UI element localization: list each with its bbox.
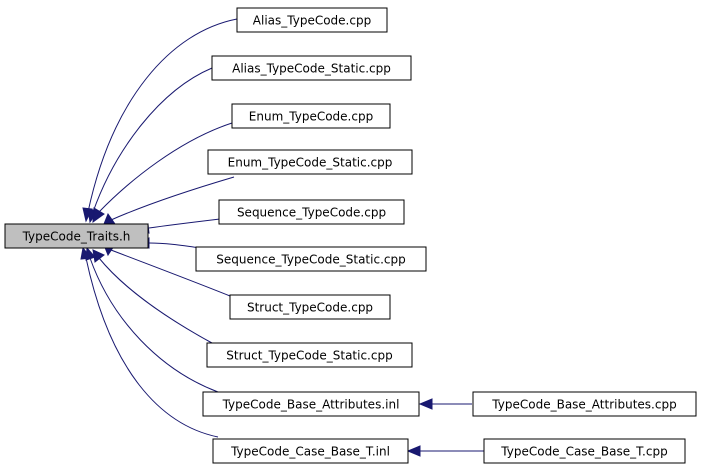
node-enum-typecode-cpp[interactable]: Enum_TypeCode.cpp: [231, 103, 391, 129]
node-label-sequence-typecode-static-cpp: Sequence_TypeCode_Static.cpp: [216, 253, 405, 267]
node-typecode-case-base-t-inl[interactable]: TypeCode_Case_Base_T.inl: [212, 438, 409, 464]
node-struct-typecode-static-cpp[interactable]: Struct_TypeCode_Static.cpp: [206, 342, 413, 368]
edge-sequence-typecode-to-root: [148, 218, 221, 229]
node-sequence-typecode-cpp[interactable]: Sequence_TypeCode.cpp: [218, 199, 405, 225]
node-enum-typecode-static-cpp[interactable]: Enum_TypeCode_Static.cpp: [207, 149, 413, 175]
node-label-enum-typecode-static-cpp: Enum_TypeCode_Static.cpp: [228, 156, 393, 170]
node-sequence-typecode-static-cpp[interactable]: Sequence_TypeCode_Static.cpp: [195, 246, 427, 272]
edge-alias-typecode-static-to-root: [92, 67, 213, 213]
arrowhead-case-base-t-cpp: [406, 445, 421, 457]
node-typecode-traits-h[interactable]: TypeCode_Traits.h: [4, 223, 149, 249]
edge-enum-typecode-to-root: [98, 122, 233, 213]
node-label-alias-typecode-static-cpp: Alias_TypeCode_Static.cpp: [232, 62, 391, 76]
edge-enum-typecode-static-to-root: [110, 176, 235, 221]
node-typecode-base-attributes-cpp[interactable]: TypeCode_Base_Attributes.cpp: [472, 391, 697, 417]
node-label-struct-typecode-static-cpp: Struct_TypeCode_Static.cpp: [226, 349, 392, 363]
node-label-struct-typecode-cpp: Struct_TypeCode.cpp: [247, 301, 373, 315]
node-typecode-case-base-t-cpp[interactable]: TypeCode_Case_Base_T.cpp: [483, 438, 686, 464]
node-label-typecode-case-base-t-cpp: TypeCode_Case_Base_T.cpp: [500, 445, 667, 459]
node-label-alias-typecode-cpp: Alias_TypeCode.cpp: [253, 14, 371, 28]
edge-typecode-base-attributes-inl-to-root: [89, 257, 219, 393]
arrowhead-base-attributes-cpp: [418, 398, 433, 410]
arrowhead-enum-typecode: [92, 207, 105, 224]
node-label-typecode-base-attributes-cpp: TypeCode_Base_Attributes.cpp: [491, 398, 676, 412]
node-label-typecode-base-attributes-inl: TypeCode_Base_Attributes.inl: [222, 398, 400, 412]
edge-typecode-case-base-t-inl-to-root: [85, 257, 219, 438]
edges: [85, 18, 484, 452]
node-alias-typecode-cpp[interactable]: Alias_TypeCode.cpp: [236, 7, 388, 33]
node-alias-typecode-static-cpp[interactable]: Alias_TypeCode_Static.cpp: [211, 55, 412, 81]
arrowhead-typecode-case-base-t-inl: [80, 246, 92, 260]
node-label-typecode-case-base-t-inl: TypeCode_Case_Base_T.inl: [230, 445, 390, 459]
node-label-typecode-traits-h: TypeCode_Traits.h: [22, 230, 131, 244]
node-struct-typecode-cpp[interactable]: Struct_TypeCode.cpp: [229, 294, 391, 320]
edge-sequence-typecode-static-to-root: [148, 242, 201, 249]
edge-alias-typecode-to-root: [87, 18, 238, 213]
edge-struct-typecode-static-to-root: [98, 257, 213, 344]
node-label-enum-typecode-cpp: Enum_TypeCode.cpp: [249, 110, 373, 124]
edge-struct-typecode-to-root: [110, 249, 231, 297]
node-typecode-base-attributes-inl[interactable]: TypeCode_Base_Attributes.inl: [202, 391, 420, 417]
node-label-sequence-typecode-cpp: Sequence_TypeCode.cpp: [237, 206, 386, 220]
